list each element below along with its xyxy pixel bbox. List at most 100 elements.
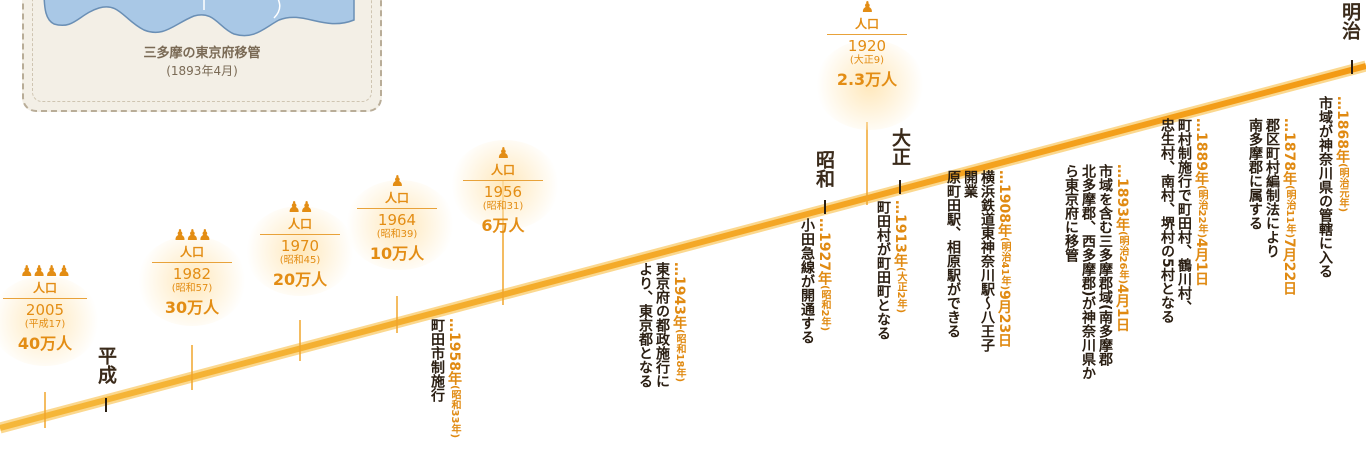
glow-1970 <box>245 206 355 296</box>
event-era-date: (明治41年) <box>999 236 1010 291</box>
population-era-year: (昭和31) <box>482 201 524 212</box>
event-1943: …1943年(昭和18年) 東京府の都政施行に より、東京都となる <box>637 262 687 388</box>
population-label: 人口 <box>3 279 87 299</box>
population-1964: ♟ 人口 1964 (昭和39) 10万人 <box>357 174 437 264</box>
event-text: 南多摩郡に属する <box>1247 118 1263 230</box>
population-value: 6万人 <box>481 216 525 235</box>
population-value: 30万人 <box>164 298 220 317</box>
glow-1982 <box>137 236 247 326</box>
population-era-year: (昭和57) <box>171 283 213 294</box>
event-era-date: (昭和18年) <box>674 328 685 383</box>
person-icon: ♟♟♟ <box>173 226 211 244</box>
person-icon: ♟ <box>860 0 874 16</box>
population-year: 1956 <box>483 183 523 201</box>
population-2005: ♟♟♟♟ 人口 2005 (平成17) 40万人 <box>3 264 87 354</box>
event-era-date: (明治11年) <box>1284 184 1295 239</box>
era-taisho: 大正 <box>889 128 911 166</box>
glow-1920 <box>815 40 925 130</box>
event-1868: …1868年(明治元年) 市域が神奈川県の管轄に入る <box>1317 96 1350 278</box>
person-icon: ♟♟♟♟ <box>20 262 71 280</box>
population-label: 人口 <box>152 243 232 263</box>
population-label: 人口 <box>827 15 907 35</box>
card-inner-border <box>32 0 372 102</box>
event-date-day: 4月1日 <box>1114 284 1130 332</box>
population-label: 人口 <box>463 161 543 181</box>
event-era-date: (昭和2年) <box>819 284 830 332</box>
person-icon: ♟ <box>390 172 404 190</box>
population-year: 1964 <box>377 211 417 229</box>
event-text: 市域が神奈川県の管轄に入る <box>1317 96 1333 278</box>
event-1958: …1958年(昭和33年) 町田市制施行 <box>429 318 462 439</box>
tama-map-icon <box>43 0 355 37</box>
event-text: 町田村が町田町となる <box>875 200 891 340</box>
population-value: 10万人 <box>369 244 425 263</box>
population-1956: ♟ 人口 1956 (昭和31) 6万人 <box>463 146 543 236</box>
population-era-year: (平成17) <box>24 319 66 330</box>
event-date: 1868年 <box>1334 110 1350 163</box>
event-date: 1927年 <box>816 232 832 285</box>
population-era-year: (昭和39) <box>376 229 418 240</box>
event-date: 1878年 <box>1281 132 1297 185</box>
event-era-date: (明治22年) <box>1196 184 1207 239</box>
event-era-date: (大正2年) <box>895 266 906 314</box>
event-text: ら東京府に移管 <box>1063 164 1079 262</box>
event-era-date: (明治26年) <box>1117 230 1128 285</box>
event-date: 1889年 <box>1193 132 1209 185</box>
population-label: 人口 <box>357 189 437 209</box>
population-era-year: (大正9) <box>849 55 885 66</box>
event-text: 東京府の都政施行に <box>654 262 670 388</box>
population-1970: ♟♟ 人口 1970 (昭和45) 20万人 <box>260 200 340 290</box>
event-date: 1943年 <box>671 276 687 329</box>
population-value: 40万人 <box>17 334 73 353</box>
person-icon: ♟♟ <box>287 198 314 216</box>
event-1893: …1893年(明治26年)4月1日 市域を含む三多摩郡域(南多摩郡 北多摩郡、西… <box>1063 164 1130 381</box>
event-date: 1893年 <box>1114 178 1130 231</box>
glow-2005 <box>0 276 100 366</box>
event-1913: …1913年(大正2年) 町田村が町田町となる <box>875 200 908 340</box>
event-text: 小田急線が開通する <box>799 218 815 344</box>
event-date: 1958年 <box>446 332 462 385</box>
event-text: 郡区町村編制法により <box>1264 118 1280 258</box>
population-year: 1920 <box>847 37 887 55</box>
person-icon: ♟ <box>496 144 510 162</box>
timeline-line <box>0 63 1366 431</box>
card-subtitle: (1893年4月) <box>166 64 238 78</box>
event-text: 開業 <box>962 170 978 198</box>
event-text: 北多摩郡、西多摩郡)が神奈川県か <box>1080 164 1096 381</box>
card-title: 三多摩の東京府移管 <box>143 46 261 61</box>
event-1908: …1908年(明治41年)9月23日 横浜鉄道東神奈川駅〜八王子 開業 原町田駅… <box>945 170 1012 352</box>
event-text: 町村制施行で町田村、鶴川村、 <box>1176 118 1192 314</box>
event-1889: …1889年(明治22年)4月1日 町村制施行で町田村、鶴川村、 忠生村、南村、… <box>1159 118 1209 324</box>
population-leaders <box>44 122 868 428</box>
event-1927: …1927年(昭和2年) 小田急線が開通する <box>799 218 832 344</box>
era-showa: 昭和 <box>813 150 835 188</box>
event-date-day: 9月23日 <box>996 290 1012 348</box>
event-era-date: (昭和33年) <box>449 384 460 439</box>
population-value: 2.3万人 <box>836 70 898 89</box>
era-ticks <box>105 60 1353 412</box>
event-date: 1908年 <box>996 184 1012 237</box>
event-era-date: (明治元年) <box>1337 162 1348 213</box>
event-date-day: 4月1日 <box>1193 238 1209 286</box>
event-text: 忠生村、南村、堺村の5村となる <box>1159 118 1175 324</box>
glow-1956 <box>450 140 560 230</box>
event-text: 横浜鉄道東神奈川駅〜八王子 <box>979 170 995 352</box>
population-era-year: (昭和45) <box>279 255 321 266</box>
event-1878: …1878年(明治11年)7月22日 郡区町村編制法により 南多摩郡に属する <box>1247 118 1297 296</box>
event-text: 町田市制施行 <box>429 318 445 402</box>
population-year: 2005 <box>25 301 65 319</box>
population-1982: ♟♟♟ 人口 1982 (昭和57) 30万人 <box>152 228 232 318</box>
event-text: 原町田駅、相原駅ができる <box>945 170 961 338</box>
population-value: 20万人 <box>272 270 328 289</box>
glow-1964 <box>345 180 455 270</box>
history-card: 三多摩の東京府移管 (1893年4月) <box>22 0 382 112</box>
event-date: 1913年 <box>892 214 908 267</box>
era-meiji: 明治 <box>1339 2 1361 40</box>
event-text: 市域を含む三多摩郡域(南多摩郡 <box>1097 164 1113 367</box>
population-label: 人口 <box>260 215 340 235</box>
era-heisei: 平成 <box>95 346 117 384</box>
population-1920: ♟ 人口 1920 (大正9) 2.3万人 <box>827 0 907 90</box>
event-date-day: 7月22日 <box>1281 238 1297 296</box>
